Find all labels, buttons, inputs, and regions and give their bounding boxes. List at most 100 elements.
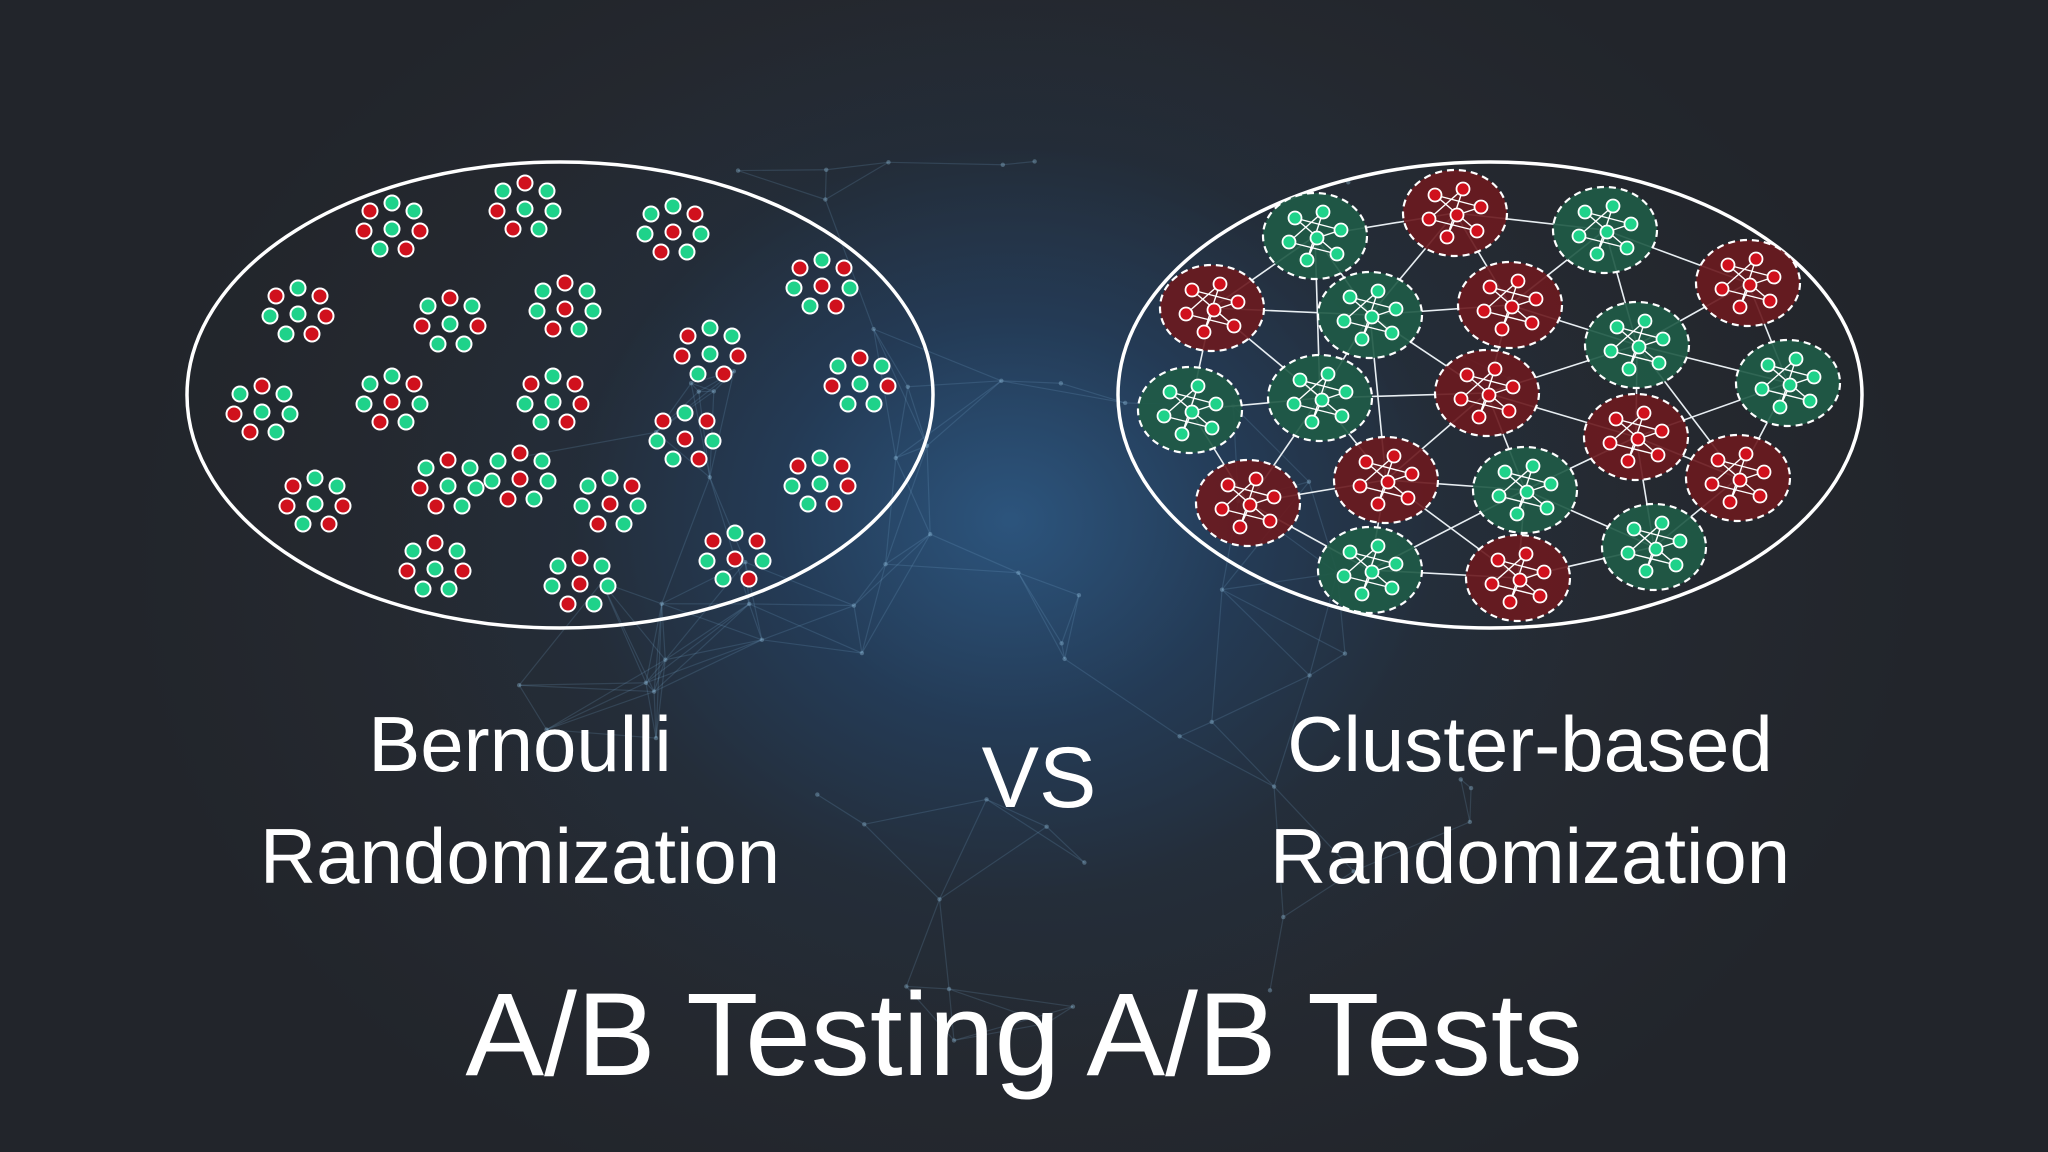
background-network-node bbox=[886, 160, 891, 165]
treatment-node bbox=[1599, 224, 1615, 240]
background-network-edge bbox=[873, 328, 909, 388]
background-network-edge bbox=[645, 682, 657, 739]
background-network-edge bbox=[1309, 653, 1346, 676]
background-network-edge bbox=[873, 328, 928, 447]
cluster-caption-line2: Randomization bbox=[1269, 812, 1791, 900]
control-node bbox=[572, 395, 590, 413]
treatment-node bbox=[698, 552, 716, 570]
treatment-node bbox=[1388, 301, 1404, 317]
treatment-node bbox=[1626, 521, 1642, 537]
background-network-node bbox=[759, 637, 765, 642]
control-node bbox=[715, 365, 733, 383]
control-node bbox=[571, 575, 589, 593]
treatment-node bbox=[1174, 426, 1190, 442]
treatment-node bbox=[404, 542, 422, 560]
treatment-node bbox=[841, 279, 859, 297]
background-network-edge bbox=[895, 380, 1002, 459]
treatment-node bbox=[1286, 396, 1302, 412]
treatment-cluster bbox=[1551, 185, 1659, 275]
control-node bbox=[1386, 448, 1402, 464]
cluster-inner-edge bbox=[1227, 484, 1275, 498]
background-network-edge bbox=[1061, 643, 1066, 659]
background-network-edge bbox=[1211, 721, 1275, 787]
background-network-node bbox=[743, 559, 748, 565]
control-cluster bbox=[1433, 348, 1541, 438]
background-network-edge bbox=[885, 563, 1019, 574]
treatment-node bbox=[275, 385, 293, 403]
background-network-edge bbox=[1460, 778, 1472, 789]
treatment-node bbox=[1204, 420, 1220, 436]
control-node bbox=[1212, 276, 1228, 292]
background-network-edge bbox=[519, 682, 646, 686]
treatment-node bbox=[1384, 325, 1400, 341]
treatment-node bbox=[1571, 228, 1587, 244]
background-network-node bbox=[1044, 824, 1049, 829]
treatment-node bbox=[1354, 586, 1370, 602]
treatment-node bbox=[461, 459, 479, 477]
background-network-edge bbox=[1002, 160, 1035, 166]
control-node bbox=[405, 375, 423, 393]
treatment-node bbox=[648, 432, 666, 450]
control-node bbox=[426, 534, 444, 552]
bernoulli-population-ellipse bbox=[185, 160, 935, 630]
treatment-node bbox=[1788, 351, 1804, 367]
bernoulli-node-group bbox=[673, 319, 747, 383]
background-network-edge bbox=[825, 161, 889, 201]
treatment-node bbox=[267, 423, 285, 441]
background-network-edge bbox=[1064, 595, 1080, 660]
treatment-node bbox=[1333, 222, 1349, 238]
bernoulli-node-group bbox=[528, 274, 602, 338]
control-node bbox=[511, 470, 529, 488]
treatment-node bbox=[383, 194, 401, 212]
treatment-cluster bbox=[1600, 502, 1708, 592]
background-network-edge bbox=[1221, 572, 1338, 591]
background-network-node bbox=[1044, 1021, 1049, 1026]
background-network-edge bbox=[906, 985, 950, 990]
treatment-node bbox=[1648, 541, 1664, 557]
background-network-edge bbox=[653, 603, 750, 693]
cluster-inner-edge bbox=[1365, 461, 1413, 475]
background-network-node bbox=[731, 369, 737, 374]
treatment-node bbox=[1184, 404, 1200, 420]
treatment-node bbox=[1364, 564, 1380, 580]
control-node bbox=[1518, 546, 1534, 562]
background-network-node bbox=[663, 657, 668, 662]
bernoulli-population bbox=[185, 160, 935, 630]
control-node bbox=[1196, 324, 1212, 340]
control-node bbox=[589, 515, 607, 533]
background-network-node bbox=[1076, 592, 1082, 598]
background-network-edge bbox=[853, 533, 931, 606]
control-node bbox=[303, 325, 321, 343]
control-node bbox=[1762, 293, 1778, 309]
background-network-edge bbox=[709, 371, 735, 478]
treatment-node bbox=[785, 279, 803, 297]
control-node bbox=[789, 457, 807, 475]
control-node bbox=[1230, 294, 1246, 310]
control-node bbox=[1455, 181, 1471, 197]
background-network-node bbox=[946, 986, 952, 992]
treatment-node bbox=[1384, 580, 1400, 596]
control-node bbox=[556, 300, 574, 318]
background-network-edge bbox=[1232, 405, 1310, 483]
background-network-node bbox=[1122, 400, 1128, 406]
background-network-edge bbox=[826, 161, 889, 171]
page-title: A/B Testing A/B Tests bbox=[465, 969, 1583, 1101]
background-network-edge bbox=[1018, 572, 1080, 596]
treatment-node bbox=[1509, 506, 1525, 522]
treatment-node bbox=[516, 200, 534, 218]
control-node bbox=[1748, 251, 1764, 267]
treatment-node bbox=[448, 542, 466, 560]
treatment-node bbox=[1156, 408, 1172, 424]
treatment-node bbox=[281, 405, 299, 423]
control-cluster bbox=[1332, 435, 1440, 525]
control-node bbox=[1528, 291, 1544, 307]
background-network-edge bbox=[518, 684, 548, 730]
treatment-node bbox=[799, 495, 817, 513]
background-network-edge bbox=[863, 823, 940, 900]
background-network-edge bbox=[907, 386, 928, 446]
background-network-edge bbox=[546, 728, 657, 739]
treatment-node bbox=[538, 182, 556, 200]
background-network-edge bbox=[1221, 589, 1346, 655]
bernoulli-node-group bbox=[278, 469, 352, 533]
